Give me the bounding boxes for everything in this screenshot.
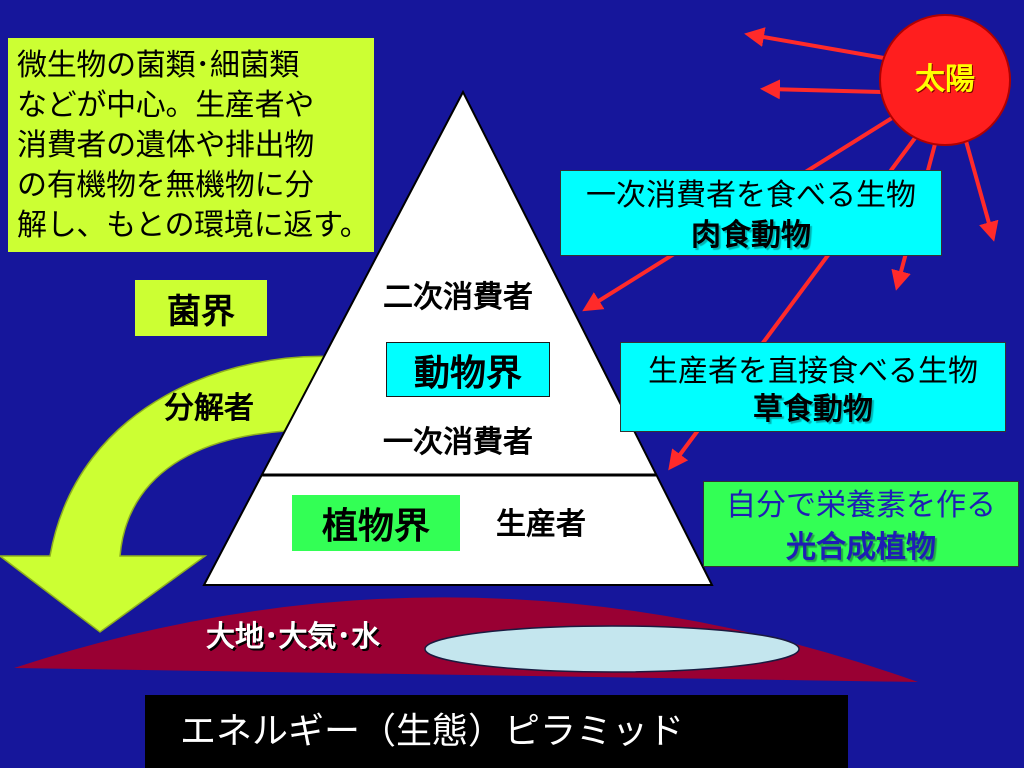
sun-ray-arrow <box>964 140 999 242</box>
note-line: などが中心。生産者や <box>17 88 314 123</box>
plant-kingdom-label: 植物界 <box>321 506 430 547</box>
carnivore-callout: 一次消費者を食べる生物 肉食動物 <box>560 170 942 256</box>
decomposer-label: 分解者 <box>164 391 254 426</box>
photosynthetic-name: 光合成植物 <box>786 530 936 565</box>
sun-label: 太陽 <box>915 62 975 97</box>
herbivore-callout: 生産者を直接食べる生物 草食動物 <box>620 342 1006 432</box>
sun-ray-arrow <box>760 79 882 100</box>
carnivore-description: 一次消費者を食べる生物 <box>586 178 916 213</box>
note-line: 解し、もとの環境に返す。 <box>17 208 370 243</box>
title-box: エネルギー（生態）ピラミッド <box>145 695 848 768</box>
note-line: の有機物を無機物に分 <box>17 168 314 203</box>
decomposition-cycle-arrow <box>0 355 341 633</box>
note-line: 消費者の遺体や排出物 <box>17 128 314 163</box>
fungi-kingdom-box: 菌界 <box>135 280 267 336</box>
sun-icon <box>879 14 1011 146</box>
carnivore-name: 肉食動物 <box>691 218 811 253</box>
energy-pyramid <box>202 89 714 586</box>
note-line: 微生物の菌類･細菌類 <box>17 48 299 83</box>
water-ellipse <box>424 625 800 673</box>
photosynthetic-description: 自分で栄養素を作る <box>726 488 996 523</box>
animal-kingdom-label: 動物界 <box>413 352 522 394</box>
environment-label: 大地･大気･水 <box>206 619 381 653</box>
herbivore-description: 生産者を直接食べる生物 <box>648 354 978 389</box>
sun-ray-arrow <box>744 27 885 60</box>
photosynthetic-callout: 自分で栄養素を作る 光合成植物 <box>703 481 1019 567</box>
slide-title: エネルギー（生態）ピラミッド <box>180 711 685 752</box>
herbivore-name: 草食動物 <box>753 392 873 427</box>
fungi-kingdom-label: 菌界 <box>167 291 235 332</box>
animal-kingdom-box: 動物界 <box>386 342 550 397</box>
producer-label: 生産者 <box>496 507 586 542</box>
decomposer-note: 微生物の菌類･細菌類 などが中心。生産者や 消費者の遺体や排出物 の有機物を無機… <box>8 38 374 252</box>
plant-kingdom-box: 植物界 <box>292 495 460 551</box>
secondary-consumer-label: 二次消費者 <box>383 280 533 315</box>
primary-consumer-label: 一次消費者 <box>383 425 533 460</box>
